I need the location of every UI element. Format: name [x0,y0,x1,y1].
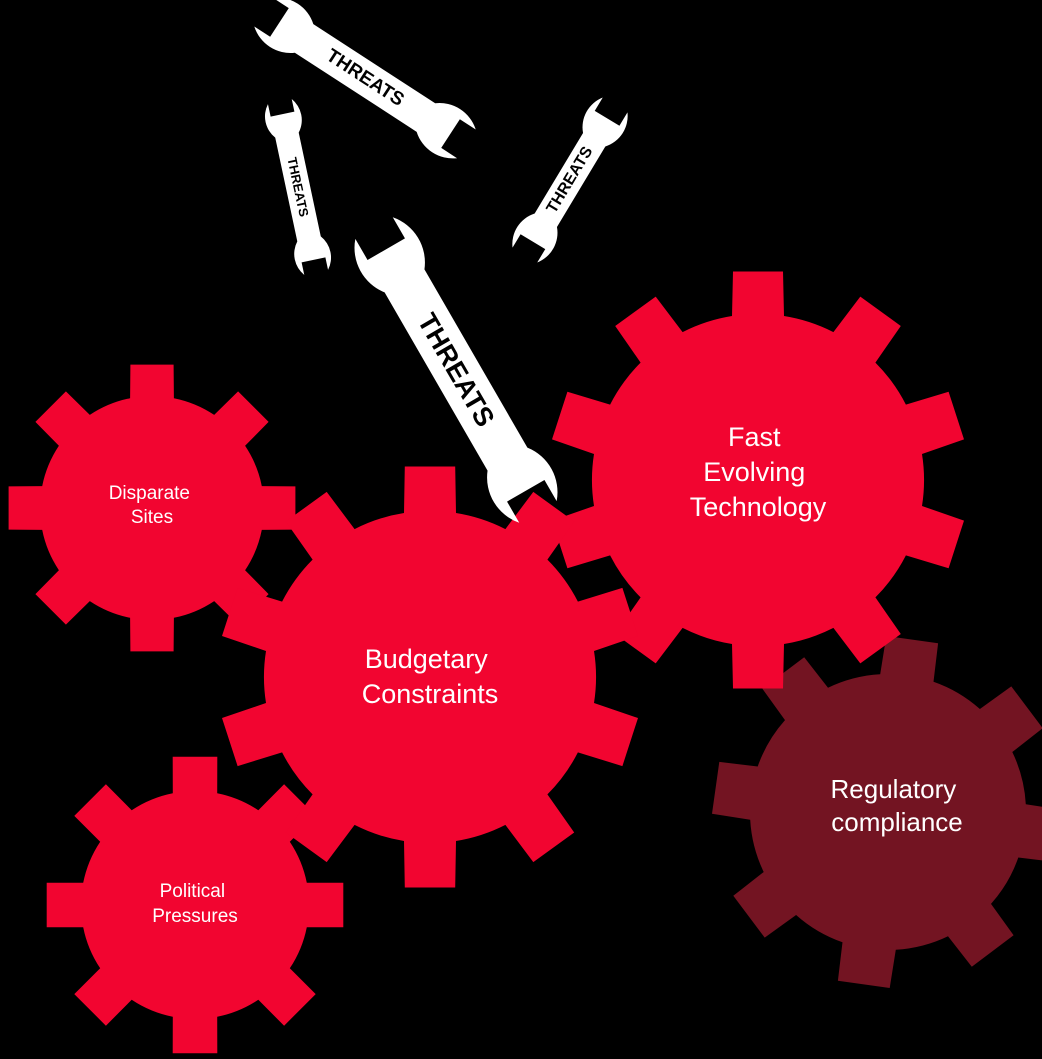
gear-budgetary-constraints-line-1: Budgetary [365,644,489,674]
gear-political-pressures-line-1: Political [160,881,225,902]
wrench-icon-big: THREATS [354,217,558,523]
gear-political-pressures-shape [46,756,344,1054]
gear-disparate-sites-label: Disparate Sites [109,483,196,528]
gear-political-pressures-label: Political Pressures [152,881,238,927]
gear-budgetary-constraints: Budgetary Constraints [222,466,638,888]
gear-regulatory-compliance-label: Regulatory compliance [831,774,964,837]
gear-fast-evolving-technology-line-2: Evolving [703,457,805,487]
gear-regulatory-compliance-shape [712,636,1042,988]
gear-fast-evolving-technology-line-3: Technology [690,492,827,522]
gear-budgetary-constraints-line-2: Constraints [362,679,499,709]
gear-political-pressures-line-2: Pressures [152,906,238,927]
gear-budgetary-constraints-label: Budgetary Constraints [362,644,499,709]
gear-fast-evolving-technology-shape [552,271,964,689]
wrench-icon-left-small: THREATS [264,99,332,275]
wrench-big-shape [354,217,558,523]
gear-political-pressures: Political Pressures [46,756,344,1054]
gear-disparate-sites: Disparate Sites [8,364,296,652]
gear-disparate-sites-line-2: Sites [131,507,173,528]
gear-regulatory-compliance: Regulatory compliance [712,636,1042,988]
gear-fast-evolving-technology-label: Fast Evolving Technology [690,422,827,522]
gear-regulatory-compliance-line-1: Regulatory [831,774,957,804]
gear-fast-evolving-technology-line-1: Fast [728,422,781,452]
wrench-right-label: THREATS [544,143,597,216]
gear-regulatory-compliance-line-2: compliance [831,807,963,837]
wrench-top-shape [254,0,476,159]
gear-fast-evolving-technology: Fast Evolving Technology [552,271,964,689]
wrench-left-small-shape [264,99,332,275]
wrench-icon-right: THREATS [512,97,628,263]
gear-disparate-sites-shape [8,364,296,652]
wrench-right-shape [512,97,628,263]
gear-budgetary-constraints-shape [222,466,638,888]
gear-disparate-sites-line-1: Disparate [109,483,190,504]
